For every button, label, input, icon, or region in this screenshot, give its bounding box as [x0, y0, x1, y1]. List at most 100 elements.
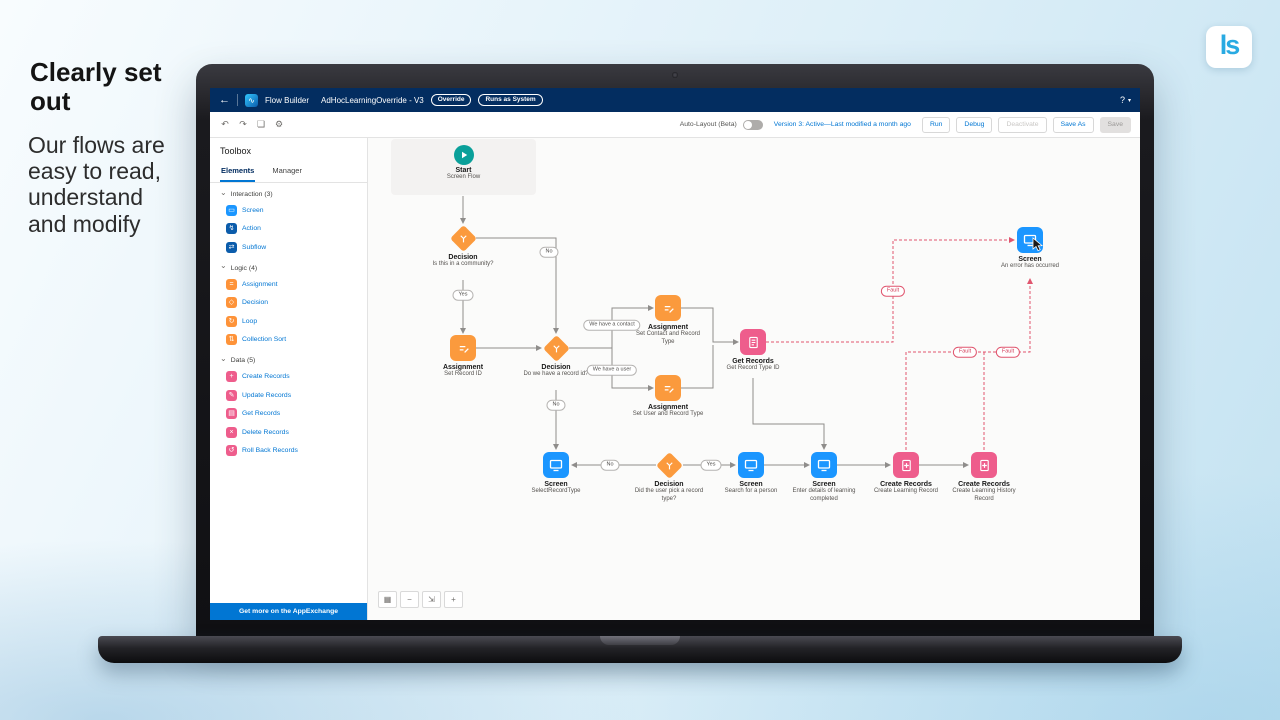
collection-sort-icon: ⇅ [226, 334, 237, 346]
appexchange-banner[interactable]: Get more on the AppExchange [210, 603, 367, 620]
node-title: Screen [544, 481, 568, 488]
node-title: Assignment [647, 324, 689, 331]
sidebar-item-subflow[interactable]: ⇄Subflow [210, 238, 367, 257]
canvas-controls: ▦ − ⇲ + [378, 591, 463, 608]
run-button[interactable]: Run [921, 116, 951, 133]
laptop-base [98, 636, 1182, 663]
create-records-icon [948, 451, 1020, 479]
decision-icon [427, 224, 499, 252]
flow-node-assignment-set-record-id[interactable]: Assignment Set Record ID [427, 334, 499, 379]
flow-node-screen-error[interactable]: Screen An error has occurred [994, 226, 1066, 271]
screen-icon [994, 226, 1066, 254]
flow-node-decision-record-type-picked[interactable]: Decision Did the user pick a record type… [633, 451, 705, 504]
flow-node-screen-enter-details[interactable]: Screen Enter details of learning complet… [788, 451, 860, 504]
help-icon: ? [1119, 95, 1125, 105]
sidebar-item-collection-sort[interactable]: ⇅Collection Sort [210, 331, 367, 350]
flow-canvas[interactable]: Start Screen Flow Decision Is this in a … [368, 138, 1140, 620]
flow-builder-icon: ∿ [245, 93, 258, 107]
create-records-icon [870, 451, 942, 479]
sidebar-item-action[interactable]: ↯Action [210, 220, 367, 239]
node-subtitle: Create Learning Record [873, 488, 939, 494]
item-label: Loop [242, 317, 258, 325]
copy-icon[interactable]: ❏ [256, 119, 266, 129]
tab-elements[interactable]: Elements [220, 163, 256, 182]
auto-layout-toggle[interactable] [742, 119, 763, 130]
save-button: Save [1099, 116, 1131, 133]
start-icon [453, 145, 474, 165]
undo-icon[interactable]: ↶ [221, 119, 229, 129]
flow-node-decision-record-id[interactable]: Decision Do we have a record id? [520, 334, 592, 379]
flow-node-assignment-contact[interactable]: Assignment Set Contact and Record Type [632, 294, 704, 347]
sidebar-item-assignment[interactable]: =Assignment [210, 275, 367, 294]
assignment-icon [427, 334, 499, 362]
assignment-icon [632, 374, 704, 402]
brand-logo-text: ls [1219, 29, 1240, 60]
section-interaction[interactable]: ⌄ Interaction (3) [220, 187, 273, 198]
sidebar-item-roll-back-records[interactable]: ↺ Roll Back Records [210, 442, 367, 461]
flow-name: AdHocLearningOverride - V3 [321, 95, 424, 105]
connector-label-we-have-a-contact[interactable]: We have a contact [583, 319, 641, 331]
zoom-in-icon[interactable]: + [444, 591, 463, 608]
tab-manager[interactable]: Manager [272, 166, 302, 175]
fit-to-view-icon[interactable]: ⇲ [422, 591, 441, 608]
flow-node-screen-selectrecordtype[interactable]: Screen SelectRecordType [520, 451, 592, 496]
sidebar-item-screen[interactable]: ▭ Screen [210, 201, 367, 220]
connector-label-no[interactable]: No [539, 246, 559, 258]
connector-label-no[interactable]: No [546, 399, 566, 411]
node-title: Decision [448, 254, 478, 261]
section-logic[interactable]: ⌄ Logic (4) [220, 261, 258, 272]
create-records-icon: + [226, 370, 237, 382]
screen-icon: ▭ [226, 204, 237, 216]
flow-connectors [460, 196, 1033, 468]
flow-node-assignment-user[interactable]: Assignment Set User and Record Type [632, 374, 704, 419]
connector-label-no[interactable]: No [600, 459, 620, 471]
item-label: Roll Back Records [242, 447, 298, 455]
save-as-button[interactable]: Save As [1052, 116, 1094, 133]
connector-label-yes[interactable]: Yes [452, 289, 474, 301]
sidebar-item-create-records[interactable]: +Create Records [210, 367, 367, 386]
toolbox-tabs: Elements Manager [210, 163, 367, 183]
node-title: Assignment [442, 364, 484, 371]
laptop-webcam [672, 72, 678, 78]
connector-label-fault[interactable]: Fault [952, 346, 978, 358]
toolbox-title: Toolbox [220, 146, 252, 156]
connector-label-fault[interactable]: Fault [995, 346, 1021, 358]
connector-label-yes[interactable]: Yes [700, 459, 722, 471]
app-title: Flow Builder [265, 95, 310, 105]
redo-icon[interactable]: ↷ [239, 119, 247, 129]
sidebar-item-update-records[interactable]: ✎Update Records [210, 386, 367, 405]
node-subtitle: Enter details of learning completed [792, 488, 856, 502]
overview-map-icon[interactable]: ▦ [378, 591, 397, 608]
item-label: Screen [242, 206, 264, 214]
sidebar-item-delete-records[interactable]: ×Delete Records [210, 423, 367, 442]
sidebar-item-decision[interactable]: ◇Decision [210, 293, 367, 312]
mouse-cursor [1032, 237, 1044, 252]
item-label: Decision [242, 299, 269, 307]
section-data[interactable]: ⌄ Data (5) [220, 353, 256, 365]
node-subtitle: Get Record Type ID [726, 365, 780, 371]
deactivate-button: Deactivate [998, 116, 1047, 133]
sidebar-item-loop[interactable]: ↻ Loop [210, 312, 367, 331]
flow-node-create-learning-record[interactable]: Create Records Create Learning Record [870, 451, 942, 496]
connector-label-fault[interactable]: Fault [880, 285, 906, 297]
sidebar-item-get-records[interactable]: ▤Get Records [210, 404, 367, 423]
node-subtitle: Screen Flow [446, 174, 481, 180]
flow-node-get-record-type-id[interactable]: Get Records Get Record Type ID [717, 328, 789, 373]
flow-node-screen-search-person[interactable]: Screen Search for a person [715, 451, 787, 496]
flow-node-create-learning-history-record[interactable]: Create Records Create Learning History R… [948, 451, 1020, 504]
flow-node-start[interactable]: Start Screen Flow [391, 139, 536, 195]
back-icon[interactable]: ← [219, 93, 230, 106]
flow-node-decision-community[interactable]: Decision Is this in a community? [427, 224, 499, 269]
loop-icon: ↻ [226, 315, 237, 327]
screen-icon [715, 451, 787, 479]
settings-icon[interactable]: ⚙ [274, 119, 284, 129]
debug-button[interactable]: Debug [956, 116, 993, 133]
help-menu[interactable]: ? ▾ [1120, 95, 1131, 105]
item-label: Delete Records [242, 428, 289, 436]
connector-label-we-have-a-user[interactable]: We have a user [586, 364, 638, 376]
assignment-icon [632, 294, 704, 322]
roll-back-records-icon: ↺ [226, 445, 237, 457]
screen-icon [788, 451, 860, 479]
zoom-out-icon[interactable]: − [400, 591, 419, 608]
version-status-link[interactable]: Version 3: Active—Last modified a month … [773, 121, 911, 128]
